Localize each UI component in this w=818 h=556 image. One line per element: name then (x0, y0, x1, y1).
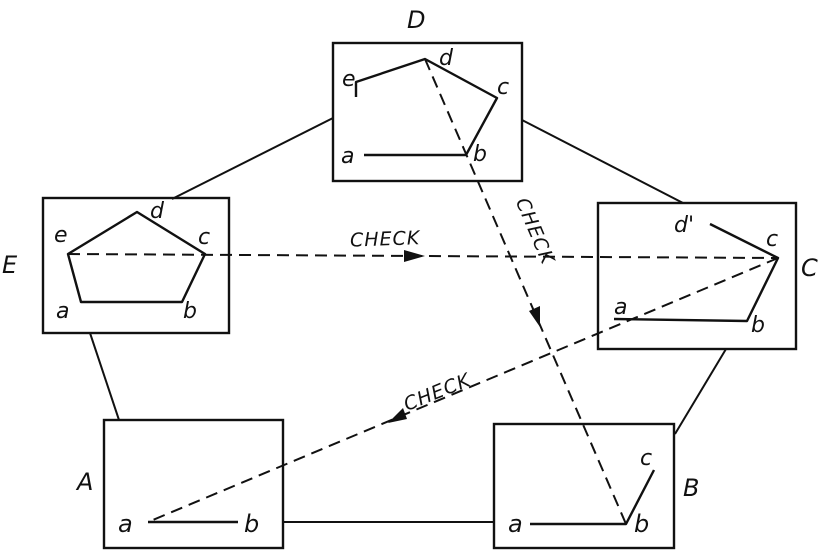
station-C-box (596, 201, 798, 351)
check-label-D-B: CHECK (511, 195, 559, 269)
point-label-B-b: b (634, 510, 649, 538)
point-label-E-a: a (56, 299, 69, 324)
station-E-box (41, 196, 231, 335)
edge-E-A (89, 332, 120, 421)
station-label-D: D (407, 6, 425, 34)
station-label-C: C (801, 254, 818, 282)
point-label-E-b: b (183, 299, 197, 324)
point-label-D-b: b (473, 142, 487, 167)
sketch-D-e-d-c-b (354, 57, 499, 156)
station-label-A: A (75, 468, 93, 496)
point-label-C-d-prime: d' (674, 213, 694, 238)
sketch-B-a-b-c (530, 469, 656, 526)
station-label-B: B (683, 474, 699, 502)
point-label-E-e: e (54, 223, 68, 248)
check-label-C-A: CHECK (401, 369, 475, 416)
check-line-D-B (424, 58, 627, 525)
station-D-box (331, 41, 524, 183)
edge-D-E (171, 117, 334, 200)
check-label-E-C: CHECK (350, 227, 422, 251)
edge-D-C (521, 119, 684, 204)
edge-C-B (674, 348, 727, 435)
point-label-C-a: a (614, 295, 627, 320)
station-B-box (492, 422, 676, 550)
point-label-C-b: b (751, 313, 765, 338)
station-label-E: E (2, 251, 18, 279)
point-label-B-c: c (640, 446, 652, 471)
point-label-E-d: d (150, 199, 165, 224)
sketch-C-d-c-b-a (613, 222, 780, 323)
arrowhead-D-B (529, 306, 540, 327)
point-label-D-d: d (439, 46, 454, 71)
arrowhead-E-C (404, 250, 425, 262)
point-label-D-c: c (497, 75, 509, 100)
point-label-B-a: a (508, 510, 523, 538)
sketch-E-pentagon (66, 210, 207, 304)
point-label-D-a: a (341, 144, 354, 169)
arrowhead-C-A (388, 408, 407, 423)
point-label-D-e: e (342, 67, 356, 92)
point-label-C-c: c (766, 227, 778, 252)
check-line-E-C (67, 253, 779, 259)
point-label-E-c: c (198, 225, 210, 250)
point-label-A-a: a (118, 510, 133, 538)
point-label-A-b: b (244, 510, 259, 538)
station-A-box (102, 418, 285, 550)
